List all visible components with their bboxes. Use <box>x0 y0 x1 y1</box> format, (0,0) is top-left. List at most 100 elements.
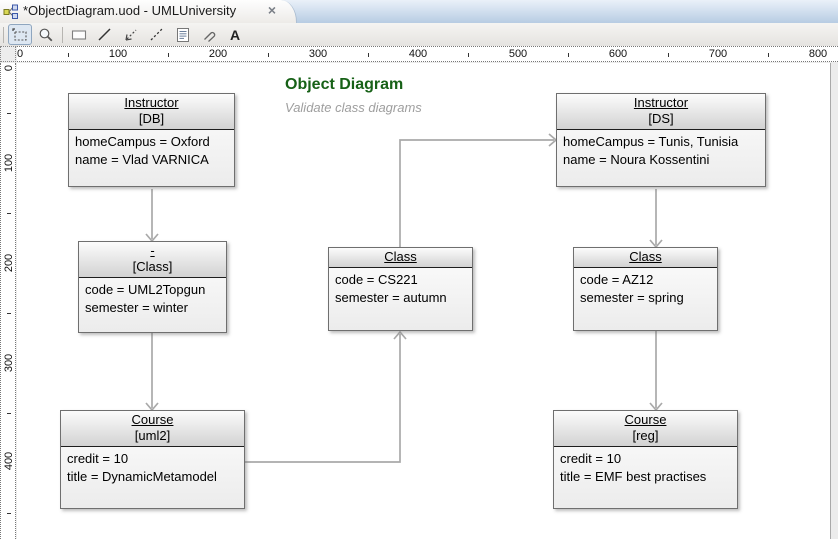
select-tool-button[interactable] <box>8 24 32 45</box>
line-icon <box>98 27 111 41</box>
zoom-tool-button[interactable] <box>34 24 58 45</box>
arrow-tool-button[interactable] <box>119 24 143 45</box>
object-attributes: code = CS221 semester = autumn <box>329 268 472 310</box>
ruler-tick <box>7 113 11 114</box>
close-icon[interactable]: × <box>267 2 277 18</box>
ruler-tick <box>468 53 469 57</box>
object-node-class-cs221[interactable]: Class code = CS221 semester = autumn <box>328 247 473 331</box>
attribute-line: title = EMF best practises <box>560 469 707 484</box>
dashed-line-tool-button[interactable] <box>145 24 169 45</box>
rectangle-tool-button[interactable] <box>67 24 91 45</box>
tab-title: *ObjectDiagram.uod - UMLUniversity <box>23 3 237 18</box>
ruler-label: 0 <box>3 64 15 72</box>
ruler-tick <box>368 53 369 57</box>
object-node-class-uml2topgun[interactable]: - [Class] code = UML2Topgun semester = w… <box>78 241 227 333</box>
object-header: Instructor [DB] <box>69 94 234 130</box>
object-name: Class <box>629 249 662 264</box>
ruler-label: 200 <box>3 253 15 273</box>
ruler-label: 300 <box>308 48 328 60</box>
editor-tab[interactable]: *ObjectDiagram.uod - UMLUniversity × <box>0 0 297 23</box>
ruler-tick <box>268 53 269 57</box>
horizontal-ruler: 0 100 200 300 400 500 600 700 800 <box>17 46 838 62</box>
ruler-tick <box>568 53 569 57</box>
object-node-course-uml2[interactable]: Course [uml2] credit = 10 title = Dynami… <box>60 410 245 509</box>
palette-toolbar: A <box>0 23 838 47</box>
toolbar-separator <box>3 26 4 43</box>
marquee-select-icon <box>12 27 27 41</box>
ruler-tick <box>668 53 669 57</box>
object-header: Course [reg] <box>554 411 737 447</box>
ruler-label: 600 <box>608 48 628 60</box>
ruler-label: 700 <box>708 48 728 60</box>
object-classifier: [uml2] <box>134 428 171 443</box>
object-attributes: credit = 10 title = EMF best practises <box>554 447 737 489</box>
object-node-class-az12[interactable]: Class code = AZ12 semester = spring <box>573 247 718 331</box>
attribute-line: homeCampus = Tunis, Tunisia <box>563 134 739 149</box>
object-name: - <box>150 243 155 258</box>
object-header: Course [uml2] <box>61 411 244 447</box>
diagram-subtitle[interactable]: Validate class diagrams <box>285 100 422 115</box>
text-tool-button[interactable]: A <box>223 24 247 45</box>
ruler-label: 300 <box>3 353 15 373</box>
toolbar-separator <box>62 26 63 43</box>
ruler-label: 400 <box>3 451 15 471</box>
ruler-label: 100 <box>108 48 128 60</box>
dashed-line-icon <box>150 28 163 40</box>
object-attributes: homeCampus = Tunis, Tunisia name = Noura… <box>557 130 765 172</box>
attribute-line: semester = winter <box>85 300 188 315</box>
object-name: Course <box>131 412 174 427</box>
ruler-tick <box>168 53 169 57</box>
object-node-instructor-ds[interactable]: Instructor [DS] homeCampus = Tunis, Tuni… <box>556 93 766 187</box>
attribute-line: semester = spring <box>580 290 684 305</box>
attachment-tool-button[interactable] <box>197 24 221 45</box>
diagram-title[interactable]: Object Diagram <box>285 76 404 93</box>
attribute-line: name = Vlad VARNICA <box>75 152 209 167</box>
object-name: Course <box>624 412 667 427</box>
rectangle-icon <box>71 29 87 40</box>
attribute-line: name = Noura Kossentini <box>563 152 710 167</box>
note-tool-button[interactable] <box>171 24 195 45</box>
ruler-tick <box>7 413 11 414</box>
object-attributes: code = UML2Topgun semester = winter <box>79 278 226 320</box>
ruler-tick <box>768 53 769 57</box>
ruler-tick <box>7 313 11 314</box>
paperclip-icon <box>204 31 216 42</box>
object-node-course-reg[interactable]: Course [reg] credit = 10 title = EMF bes… <box>553 410 738 509</box>
text-tool-icon: A <box>229 26 241 43</box>
object-classifier: [Class] <box>132 259 173 274</box>
attribute-line: credit = 10 <box>560 451 622 466</box>
object-node-instructor-db[interactable]: Instructor [DB] homeCampus = Oxford name… <box>68 93 235 187</box>
ruler-tick <box>7 513 11 514</box>
ruler-label: 500 <box>508 48 528 60</box>
object-classifier: [DB] <box>138 111 165 126</box>
ruler-label: 0 <box>17 48 24 60</box>
attribute-line: title = DynamicMetamodel <box>67 469 217 484</box>
object-header: Class <box>329 248 472 268</box>
magnifier-icon <box>39 28 53 41</box>
ruler-tick <box>68 53 69 57</box>
editor-tab-bar: *ObjectDiagram.uod - UMLUniversity × <box>0 0 838 24</box>
attribute-line: credit = 10 <box>67 451 129 466</box>
arrow-icon <box>125 29 137 41</box>
attribute-line: code = AZ12 <box>580 272 654 287</box>
object-header: Instructor [DS] <box>557 94 765 130</box>
note-icon <box>177 27 189 42</box>
attribute-line: semester = autumn <box>335 290 447 305</box>
object-name: Instructor <box>633 95 689 110</box>
object-name: Class <box>384 249 417 264</box>
object-attributes: code = AZ12 semester = spring <box>574 268 717 310</box>
object-classifier: [reg] <box>632 428 659 443</box>
ruler-corner <box>0 46 16 62</box>
object-attributes: credit = 10 title = DynamicMetamodel <box>61 447 244 489</box>
ruler-tick <box>7 213 11 214</box>
ruler-label: 400 <box>408 48 428 60</box>
object-header: - [Class] <box>79 242 226 278</box>
object-classifier: [DS] <box>648 111 674 126</box>
uml-diagram-icon <box>3 4 18 19</box>
vertical-ruler: 0 100 200 300 400 <box>0 63 16 539</box>
line-tool-button[interactable] <box>93 24 117 45</box>
ruler-label: 200 <box>208 48 228 60</box>
attribute-line: code = UML2Topgun <box>85 282 206 297</box>
ruler-label: 800 <box>808 48 828 60</box>
